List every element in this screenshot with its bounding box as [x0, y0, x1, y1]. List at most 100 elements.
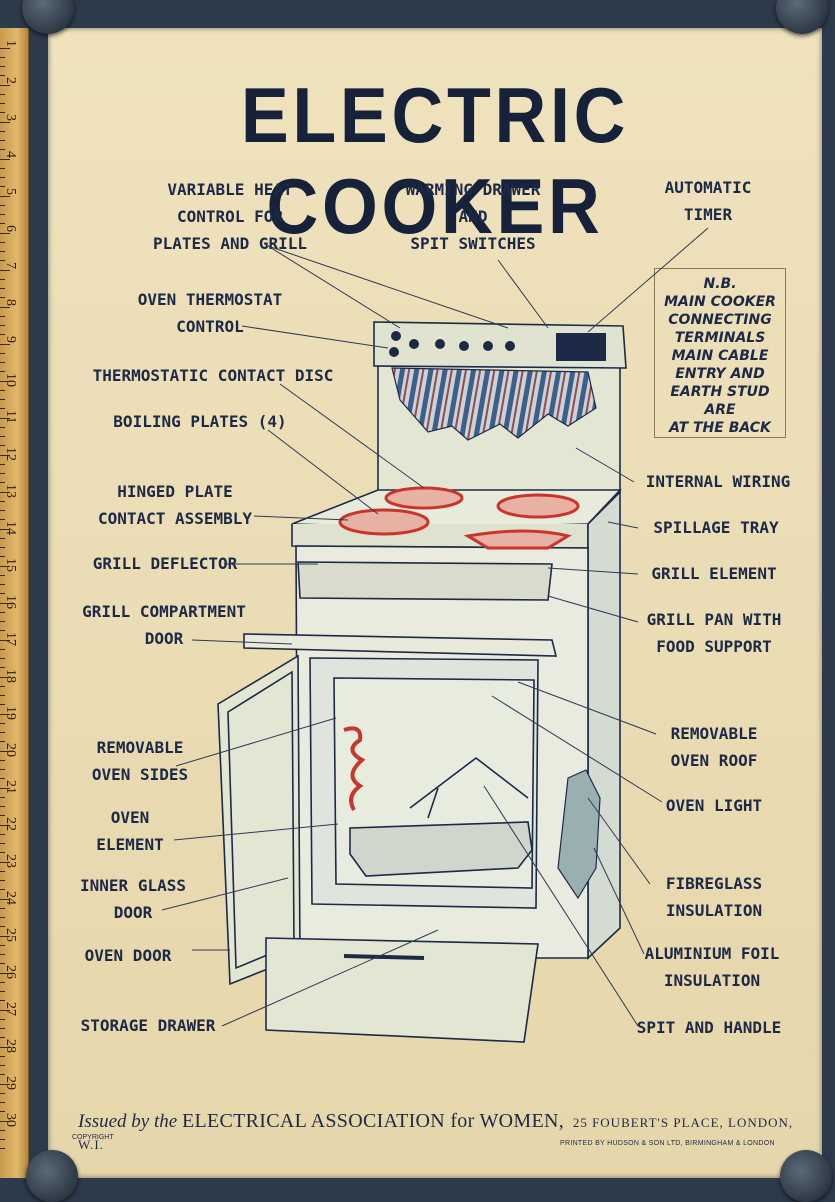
ruler-number: 9 — [3, 336, 18, 343]
ruler-tick — [0, 94, 5, 95]
ruler-tick — [0, 1121, 10, 1122]
label-boiling-plates: BOILING PLATES (4) — [113, 412, 287, 431]
ruler-tick — [0, 982, 5, 983]
ruler-tick — [0, 908, 5, 909]
ruler-tick — [0, 344, 10, 345]
ruler-tick — [0, 307, 10, 308]
ruler-tick — [0, 233, 10, 234]
ruler-tick — [0, 501, 5, 502]
ruler-tick — [0, 880, 5, 881]
label-aluminium-foil-insulation: ALUMINIUM FOIL INSULATION — [644, 944, 780, 990]
label-removable-oven-roof: REMOVABLE OVEN ROOF — [670, 724, 758, 770]
ruler-number: 30 — [3, 1113, 18, 1127]
boiling-plates — [338, 486, 580, 550]
ruler-tick — [0, 196, 10, 197]
ruler-tick — [0, 963, 5, 964]
ruler-tick — [0, 1000, 5, 1001]
footer-issued: Issued by the — [78, 1111, 178, 1132]
ruler-number: 22 — [3, 817, 18, 831]
label-fibreglass-insulation: FIBREGLASS INSULATION — [665, 874, 763, 920]
ruler-tick — [0, 917, 5, 918]
ruler-tick — [0, 788, 10, 789]
ruler-number: 3 — [3, 114, 18, 121]
ruler-tick — [0, 1037, 5, 1038]
ruler-tick — [0, 945, 5, 946]
ruler-number: 5 — [3, 188, 18, 195]
ruler-tick — [0, 991, 5, 992]
ruler-tick — [0, 492, 10, 493]
ruler-tick — [0, 251, 5, 252]
cooker-illustration — [161, 227, 709, 1043]
label-thermostatic-disc: THERMOSTATIC CONTACT DISC — [92, 366, 334, 385]
ruler-number: 23 — [3, 854, 18, 868]
pin-bottom-right — [780, 1150, 832, 1202]
ruler-tick — [0, 751, 10, 752]
ruler-tick — [0, 732, 5, 733]
ruler-tick — [0, 1010, 10, 1011]
nb-note-line: ARE — [704, 402, 736, 418]
ruler-tick — [0, 371, 5, 372]
ruler-number: 4 — [3, 151, 18, 158]
nb-note-line: TERMINALS — [674, 330, 766, 346]
ruler-number: 18 — [3, 669, 18, 683]
ruler-number: 27 — [3, 1002, 18, 1016]
ruler-number: 15 — [3, 558, 18, 572]
ruler-tick — [0, 168, 5, 169]
ruler-tick — [0, 103, 5, 104]
label-oven-light: OVEN LIGHT — [665, 796, 763, 815]
ruler-number: 19 — [3, 706, 18, 720]
ruler-tick — [0, 815, 5, 816]
ruler-number: 14 — [3, 521, 18, 535]
ruler-tick — [0, 473, 5, 474]
leader-lines — [161, 227, 709, 1027]
ruler-tick — [0, 177, 5, 178]
nb-note-line: MAIN COOKER — [664, 294, 776, 310]
ruler-number: 10 — [3, 373, 18, 387]
ruler-tick — [0, 714, 10, 715]
ruler-tick — [0, 464, 5, 465]
ruler-tick — [0, 825, 10, 826]
ruler-tick — [0, 242, 5, 243]
ruler-tick — [0, 1139, 5, 1140]
ruler-tick — [0, 362, 5, 363]
ruler-tick — [0, 159, 10, 160]
footer-address: 25 FOUBERT'S PLACE, LONDON, W.I. — [78, 1115, 794, 1152]
ruler-tick — [0, 279, 5, 280]
ruler-tick — [0, 131, 5, 132]
ruler-tick — [0, 445, 5, 446]
ruler-tick — [0, 408, 5, 409]
label-grill-deflector: GRILL DEFLECTOR — [92, 554, 238, 573]
ruler-tick — [0, 399, 5, 400]
ruler-tick — [0, 1047, 10, 1048]
ruler-tick — [0, 112, 5, 113]
ruler-number: 6 — [3, 225, 18, 232]
ruler-tick — [0, 334, 5, 335]
ruler-tick — [0, 1074, 5, 1075]
label-warming-drawer: WARMING DRAWER AND SPIT SWITCHES — [405, 180, 541, 253]
ruler-tick — [0, 584, 5, 585]
ruler-number: 1 — [3, 40, 18, 47]
ruler-tick — [0, 954, 5, 955]
ruler-tick — [0, 667, 5, 668]
ruler-number: 26 — [3, 965, 18, 979]
ruler-tick — [0, 1019, 5, 1020]
ruler-number: 8 — [3, 299, 18, 306]
ruler-tick — [0, 1130, 5, 1131]
nb-note-line: EARTH STUD — [670, 384, 770, 400]
ruler-tick — [0, 695, 5, 696]
nb-note-line: N.B. — [703, 276, 737, 292]
ruler-tick — [0, 603, 10, 604]
label-spit-and-handle: SPIT AND HANDLE — [636, 1018, 782, 1037]
ruler-tick — [0, 538, 5, 539]
label-oven-element: OVEN ELEMENT — [96, 808, 164, 854]
poster-title: ELECTRIC COOKER — [240, 71, 630, 250]
ruler-tick — [0, 1102, 5, 1103]
ruler-tick — [0, 686, 5, 687]
ruler-number: 17 — [3, 632, 18, 646]
poster: ELECTRIC COOKER VARIABLE HEAT CONTROL FO… — [48, 28, 822, 1178]
ruler-tick — [0, 871, 5, 872]
footer: Issued by the ELECTRICAL ASSOCIATION for… — [78, 1110, 822, 1155]
ruler-number: 24 — [3, 891, 18, 905]
label-oven-door: OVEN DOOR — [84, 946, 172, 965]
ruler-tick — [0, 297, 5, 298]
